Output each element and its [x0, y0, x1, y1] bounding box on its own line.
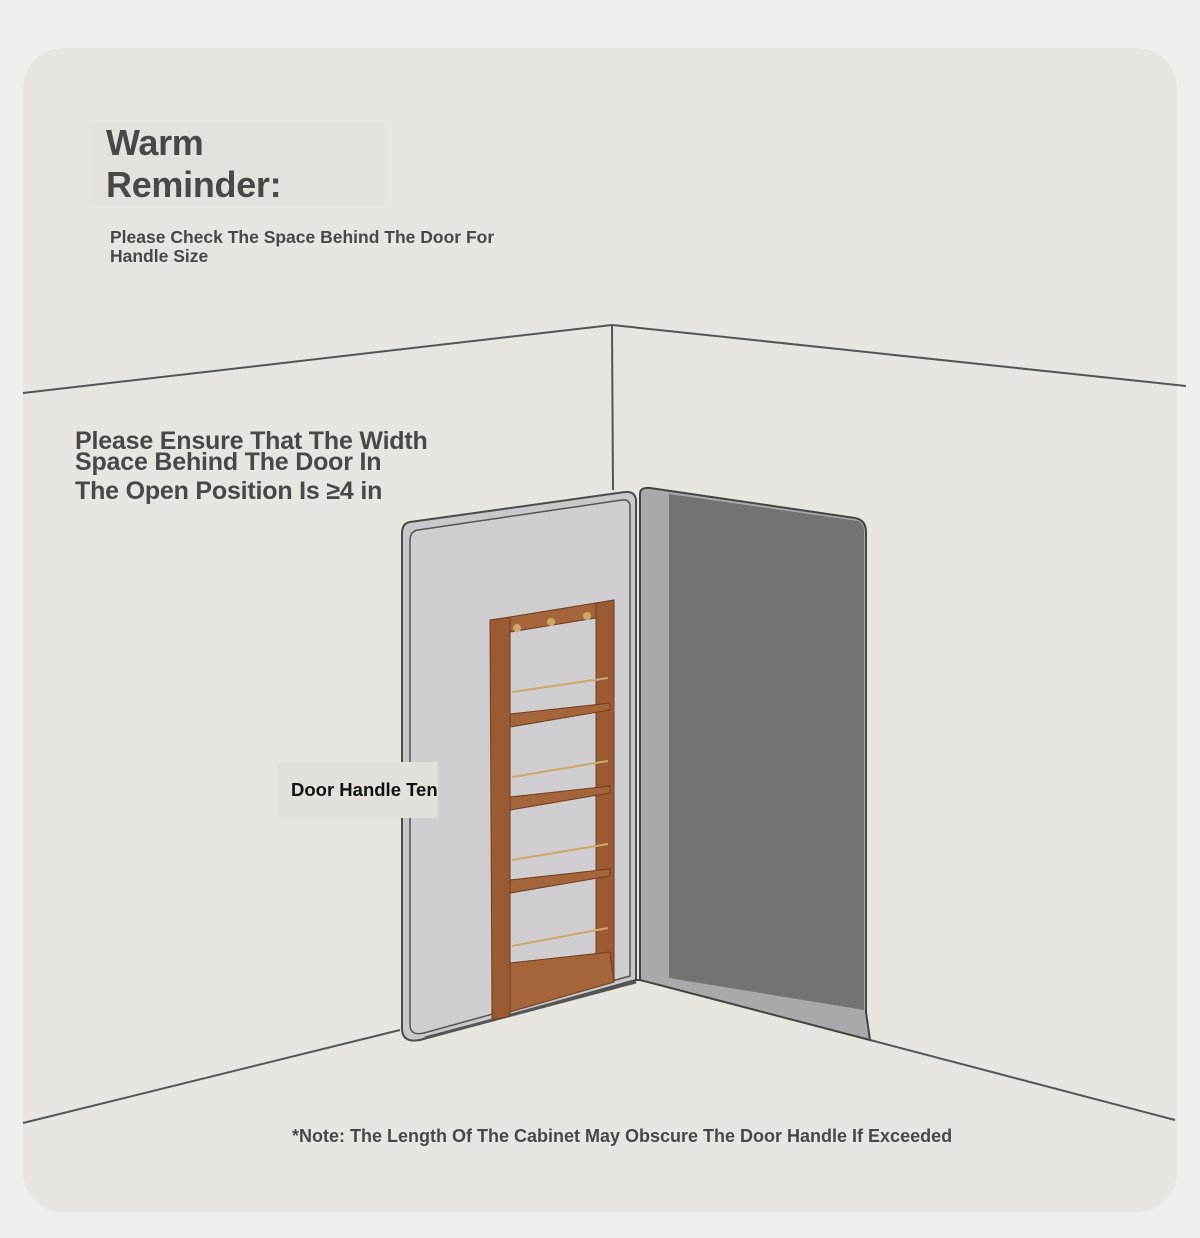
width-note-line: Please Ensure That The Width — [75, 427, 428, 455]
door-cabinet — [489, 599, 615, 1021]
hook-icon — [547, 618, 555, 626]
width-note-line: Space Behind The Door In — [75, 448, 382, 476]
hook-icon — [513, 624, 521, 632]
hook-icon — [583, 612, 591, 620]
width-requirement-note: Please Ensure That The Width Space Behin… — [75, 428, 465, 504]
page-title: Warm Reminder: — [93, 122, 385, 206]
footnote: *Note: The Length Of The Cabinet May Obs… — [292, 1126, 953, 1146]
door-panel — [401, 490, 640, 1042]
subtitle: Please Check The Space Behind The Door F… — [110, 227, 495, 266]
width-note-line: The Open Position Is ≥4 in — [75, 477, 383, 505]
room-lines — [22, 324, 1187, 1124]
door-handle-label: Door Handle Ten — [278, 762, 438, 818]
door-opening — [639, 486, 872, 1042]
